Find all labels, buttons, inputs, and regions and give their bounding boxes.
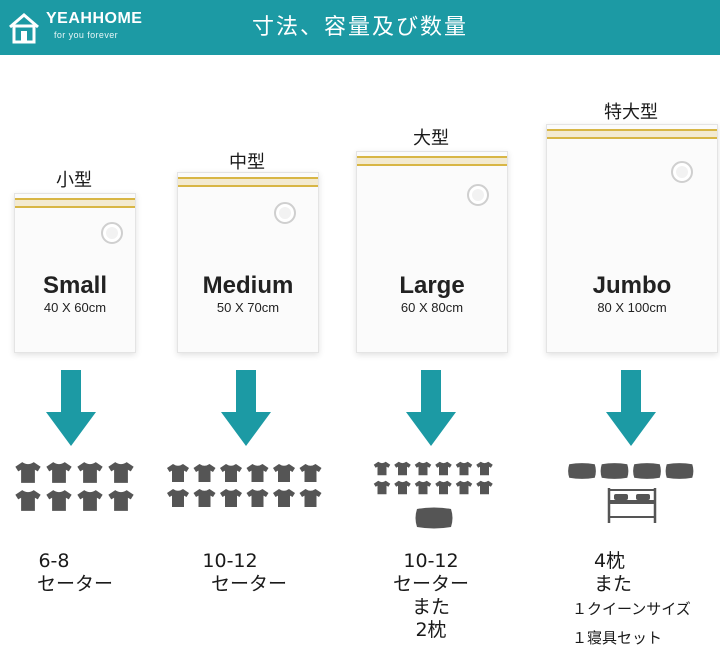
- pillow-icon: [633, 463, 661, 479]
- sweater-icon: [246, 489, 269, 507]
- capacity-jumbo: 4枕 また １クイーンサイズ １寝具セット: [572, 550, 718, 650]
- sweater-icon: [435, 480, 452, 495]
- bag-name-jumbo: Jumbo: [592, 272, 672, 299]
- bag-jumbo: Jumbo 80 X 100cm: [546, 124, 718, 353]
- capacity-line: また: [411, 596, 450, 618]
- sweater-icon: [108, 490, 134, 511]
- pillow-bed-icons-jumbo: [568, 463, 694, 523]
- sweater-icon: [77, 490, 103, 511]
- capacity-line: １クイーンサイズ: [572, 600, 691, 618]
- arrow-down-icon: [221, 370, 271, 446]
- bag-dim-large: 60 X 80cm: [400, 300, 464, 315]
- bag-name-large: Large: [399, 272, 465, 299]
- sweater-icon: [273, 489, 295, 507]
- pillow-icon: [415, 507, 453, 529]
- zipper-strip: [357, 156, 507, 166]
- sweater-icon: [455, 461, 473, 476]
- sweater-icon: [15, 490, 41, 511]
- sweater-icon: [46, 490, 72, 511]
- size-label-jumbo: 特大型: [604, 102, 658, 123]
- bag-name-small: Small: [42, 272, 108, 299]
- sweater-icon: [108, 462, 134, 483]
- sweater-icon: [246, 464, 269, 482]
- capacity-small: 6-8 セーター: [10, 550, 140, 596]
- sweater-icon: [373, 480, 391, 495]
- capacity-line: セーター: [392, 573, 469, 595]
- size-label-small: 小型: [56, 170, 92, 191]
- house-logo-icon: [9, 13, 39, 44]
- header-banner: YEAHHOME for you forever 寸法、容量及び数量: [0, 0, 720, 55]
- capacity-line: また: [594, 573, 633, 595]
- capacity-line: セーター: [36, 573, 113, 595]
- sweater-icon: [435, 461, 452, 476]
- bag-small: Small 40 X 60cm: [14, 193, 136, 353]
- sweater-icon: [476, 480, 493, 495]
- logo-tagline: for you forever: [54, 30, 119, 40]
- sweater-icons-medium: [167, 464, 322, 507]
- zipper-strip: [547, 129, 717, 139]
- capacity-large: 10-12 セーター また 2枕: [366, 550, 496, 642]
- valve-icon: [274, 202, 296, 224]
- capacity-line: 2枕: [415, 619, 447, 641]
- valve-icon: [467, 184, 489, 206]
- capacity-line: １寝具セット: [572, 629, 663, 647]
- bed-icon: [607, 488, 657, 523]
- bag-dim-jumbo: 80 X 100cm: [597, 300, 667, 315]
- sweater-icon: [46, 462, 72, 483]
- bag-dim-medium: 50 X 70cm: [216, 300, 280, 315]
- pillow-icon: [568, 463, 596, 479]
- arrow-down-icon: [606, 370, 656, 446]
- arrow-down-icon: [406, 370, 456, 446]
- pillow-icon: [600, 463, 629, 479]
- zipper-strip: [178, 177, 318, 187]
- sweater-icon: [193, 489, 216, 507]
- size-label-large: 大型: [413, 128, 449, 149]
- bag-medium: Medium 50 X 70cm: [177, 172, 319, 353]
- capacity-line: 4枕: [594, 550, 626, 572]
- sweater-icon: [77, 462, 103, 483]
- capacity-line: セーター: [210, 573, 287, 595]
- sweater-icon: [394, 480, 411, 495]
- zipper-strip: [15, 198, 135, 208]
- logo-brand-text: YEAHHOME: [46, 10, 143, 27]
- sweater-icon: [273, 464, 295, 482]
- sweater-icon: [476, 461, 493, 476]
- arrow-down-icon: [46, 370, 96, 446]
- bag-name-medium: Medium: [202, 272, 294, 299]
- capacity-line: 10-12: [202, 550, 258, 572]
- capacity-medium: 10-12 セーター: [184, 550, 314, 596]
- sweater-icon: [167, 489, 189, 507]
- bag-large: Large 60 X 80cm: [356, 151, 508, 353]
- capacity-line: 10-12: [403, 550, 459, 572]
- page-title: 寸法、容量及び数量: [251, 15, 468, 40]
- sweater-icon: [167, 464, 189, 482]
- sweater-icon: [220, 489, 242, 507]
- sweater-icon: [414, 480, 432, 495]
- bag-dim-small: 40 X 60cm: [43, 300, 107, 315]
- sweater-pillow-icons-large: [373, 461, 493, 529]
- valve-icon: [101, 222, 123, 244]
- size-label-medium: 中型: [229, 152, 265, 173]
- capacity-line: 6-8: [38, 550, 70, 572]
- sweater-icon: [220, 464, 242, 482]
- sweater-icon: [15, 462, 41, 483]
- sweater-icon: [299, 489, 322, 507]
- sweater-icon: [193, 464, 216, 482]
- sweater-icons-small: [15, 462, 134, 511]
- sweater-icon: [394, 461, 411, 476]
- sweater-icon: [455, 480, 473, 495]
- pillow-icon: [665, 463, 694, 479]
- sweater-icon: [373, 461, 391, 476]
- sweater-icon: [414, 461, 432, 476]
- brand-logo: YEAHHOME for you forever: [6, 8, 156, 48]
- sweater-icon: [299, 464, 322, 482]
- valve-icon: [671, 161, 693, 183]
